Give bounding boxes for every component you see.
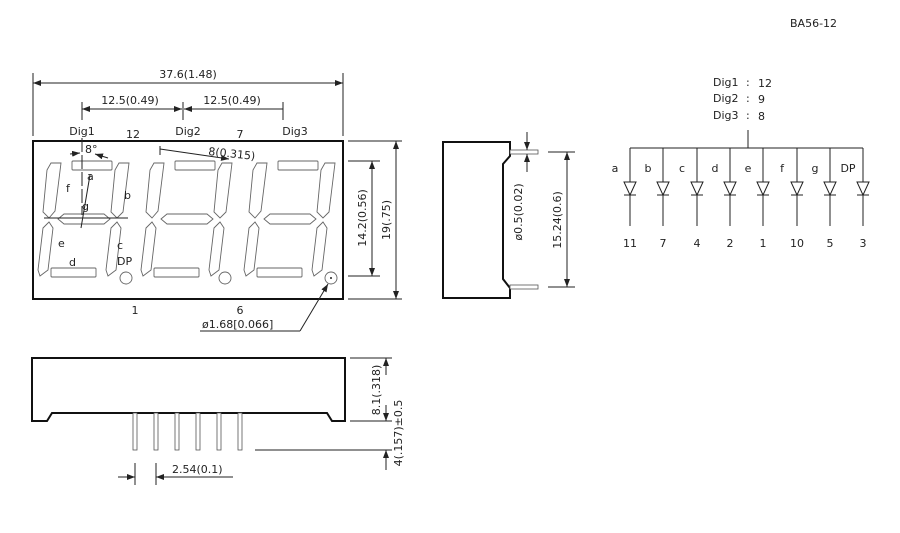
diode-icon [790, 181, 804, 197]
pin-bottom [509, 284, 539, 290]
segment-name: g [812, 162, 819, 175]
common-dig1-pin: 12 [758, 77, 772, 90]
diode-icon [690, 181, 704, 197]
segment-name: c [679, 162, 685, 175]
segment-label-d: d [69, 256, 76, 269]
pins [132, 412, 243, 451]
segment-pin: 7 [660, 237, 667, 250]
segment-label-f: f [66, 182, 71, 195]
diode-icon [756, 181, 770, 197]
diode-e: e1 [745, 148, 770, 250]
pin-length-dim: 4(.157)±0.5 [392, 400, 405, 467]
diode-d: d2 [712, 148, 737, 250]
segment-pin: 3 [860, 237, 867, 250]
segment-label-g: g [82, 200, 89, 213]
digit-1 [37, 160, 130, 278]
segment-name: DP [840, 162, 855, 175]
diode-dp: DP 3 [840, 148, 870, 250]
display-body [32, 140, 344, 300]
part-number: BA56-12 [790, 17, 837, 30]
digit-width-dim: 8(0.315) [208, 145, 256, 163]
digit-3 [243, 160, 336, 278]
body-height-dim: 8.1(.318) [370, 365, 383, 416]
segment-label-c: c [117, 239, 123, 252]
pin-diameter-dim: ø0.5(0.02) [512, 183, 525, 240]
segment-pin: 2 [727, 237, 734, 250]
decimal-point-1 [119, 271, 133, 285]
segment-pin: 5 [827, 237, 834, 250]
segment-pin: 10 [790, 237, 804, 250]
pin-top [509, 149, 539, 155]
overall-width-dim: 37.6(1.48) [159, 68, 217, 81]
bottom-body [31, 357, 346, 422]
segment-name: a [612, 162, 619, 175]
side-body [442, 141, 511, 299]
segment-label-a: a [87, 170, 94, 183]
dig3-label: Dig3 [282, 125, 308, 138]
bottom-view: 2.54(0.1) 8.1(.318) 4(.157)±0.5 [31, 357, 405, 485]
pitch-dim-1: 12.5(0.49) [101, 94, 159, 107]
segment-label-e: e [58, 237, 65, 250]
schematic: Dig1 : 12 Dig2 : 9 Dig3 : 8 a11b7c4d2e1f… [612, 76, 870, 250]
common-dig1-label: Dig1 [713, 76, 739, 89]
dig1-label: Dig1 [69, 125, 95, 138]
segment-label-dp: DP [117, 255, 132, 268]
front-view: 37.6(1.48) 12.5(0.49) 12.5(0.49) Dig1 12… [32, 68, 402, 332]
separator: : [746, 76, 750, 89]
common-dig2-pin: 9 [758, 93, 765, 106]
decimal-point-2 [218, 271, 232, 285]
diode-icon [623, 181, 637, 197]
row-spacing-dim: 15.24(0.6) [551, 191, 564, 249]
pin-1-label: 1 [132, 304, 139, 317]
pin-pitch-dim: 2.54(0.1) [172, 463, 223, 476]
overall-height-dim: 19(.75) [380, 200, 393, 240]
pitch-dim-2: 12.5(0.49) [203, 94, 261, 107]
side-view: ø0.5(0.02) 15.24(0.6) [442, 132, 575, 299]
pin-7-label: 7 [237, 128, 244, 141]
separator: : [746, 92, 750, 105]
diode-a: a 11 [612, 148, 637, 250]
segment-pin: 4 [694, 237, 701, 250]
diode-f: f 10 [780, 148, 804, 250]
segment-name: d [712, 162, 719, 175]
dig2-label: Dig2 [175, 125, 201, 138]
segment-name: b [645, 162, 652, 175]
segment-label-b: b [124, 189, 131, 202]
diode-icon [856, 181, 870, 197]
diode-b: b7 [645, 148, 670, 250]
segment-pin: 1 [760, 237, 767, 250]
diode-icon [723, 181, 737, 197]
pin-6-label: 6 [237, 304, 244, 317]
digit-2 [140, 160, 233, 278]
slant-angle-dim: 8° [85, 143, 98, 156]
pin-12-label: 12 [126, 128, 140, 141]
diode-icon [656, 181, 670, 197]
diode-g: g5 [812, 148, 837, 250]
separator: : [746, 109, 750, 122]
segment-name: e [745, 162, 752, 175]
segment-name: f [780, 162, 785, 175]
common-dig3-label: Dig3 [713, 109, 739, 122]
segment-pin: 11 [623, 237, 637, 250]
diode-icon [823, 181, 837, 197]
digit-height-dim: 14.2(0.56) [356, 189, 369, 247]
common-dig2-label: Dig2 [713, 92, 739, 105]
diode-c: c4 [679, 148, 704, 250]
dp-diameter-dim: ø1.68[0.066] [202, 318, 273, 331]
common-dig3-pin: 8 [758, 110, 765, 123]
